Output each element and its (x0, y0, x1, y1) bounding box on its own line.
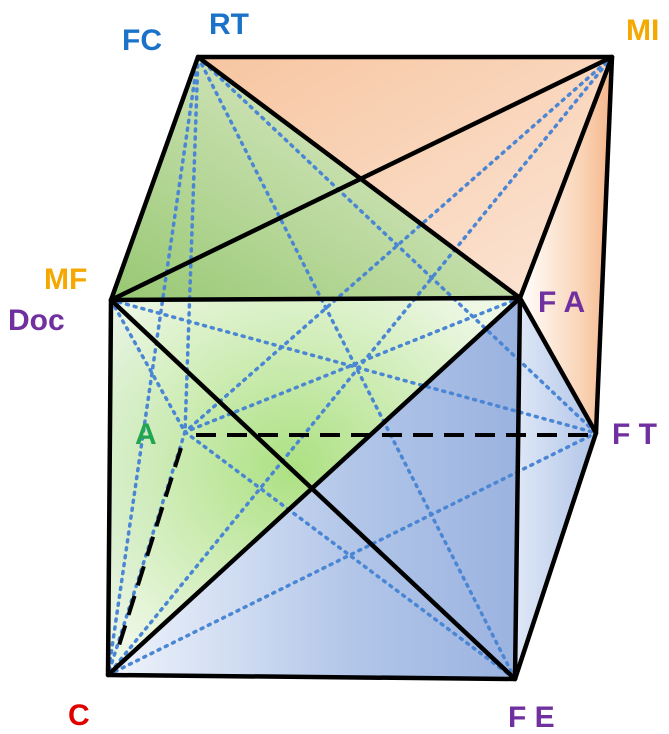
vertex-label-fe: F E (508, 701, 555, 734)
vertex-label-mi: MI (626, 14, 660, 47)
vertex-label-c: C (68, 699, 90, 732)
vertex-label-rt: RT (209, 8, 249, 41)
vertex-label-mf: MF (44, 263, 88, 296)
vertex-label-a: A (135, 418, 157, 451)
face-top-right (198, 57, 612, 298)
face-right-lower (515, 298, 596, 679)
hidden-edges (114, 433, 594, 656)
vertex-label-doc: Doc (8, 304, 65, 337)
vertex-label-fa: F A (538, 286, 586, 319)
solid-edges (105, 54, 615, 682)
face-right-upper (520, 57, 612, 433)
vertex-label-fc: FC (122, 24, 162, 57)
face-top-left (111, 57, 520, 300)
vertex-label-ft: F T (612, 418, 657, 451)
